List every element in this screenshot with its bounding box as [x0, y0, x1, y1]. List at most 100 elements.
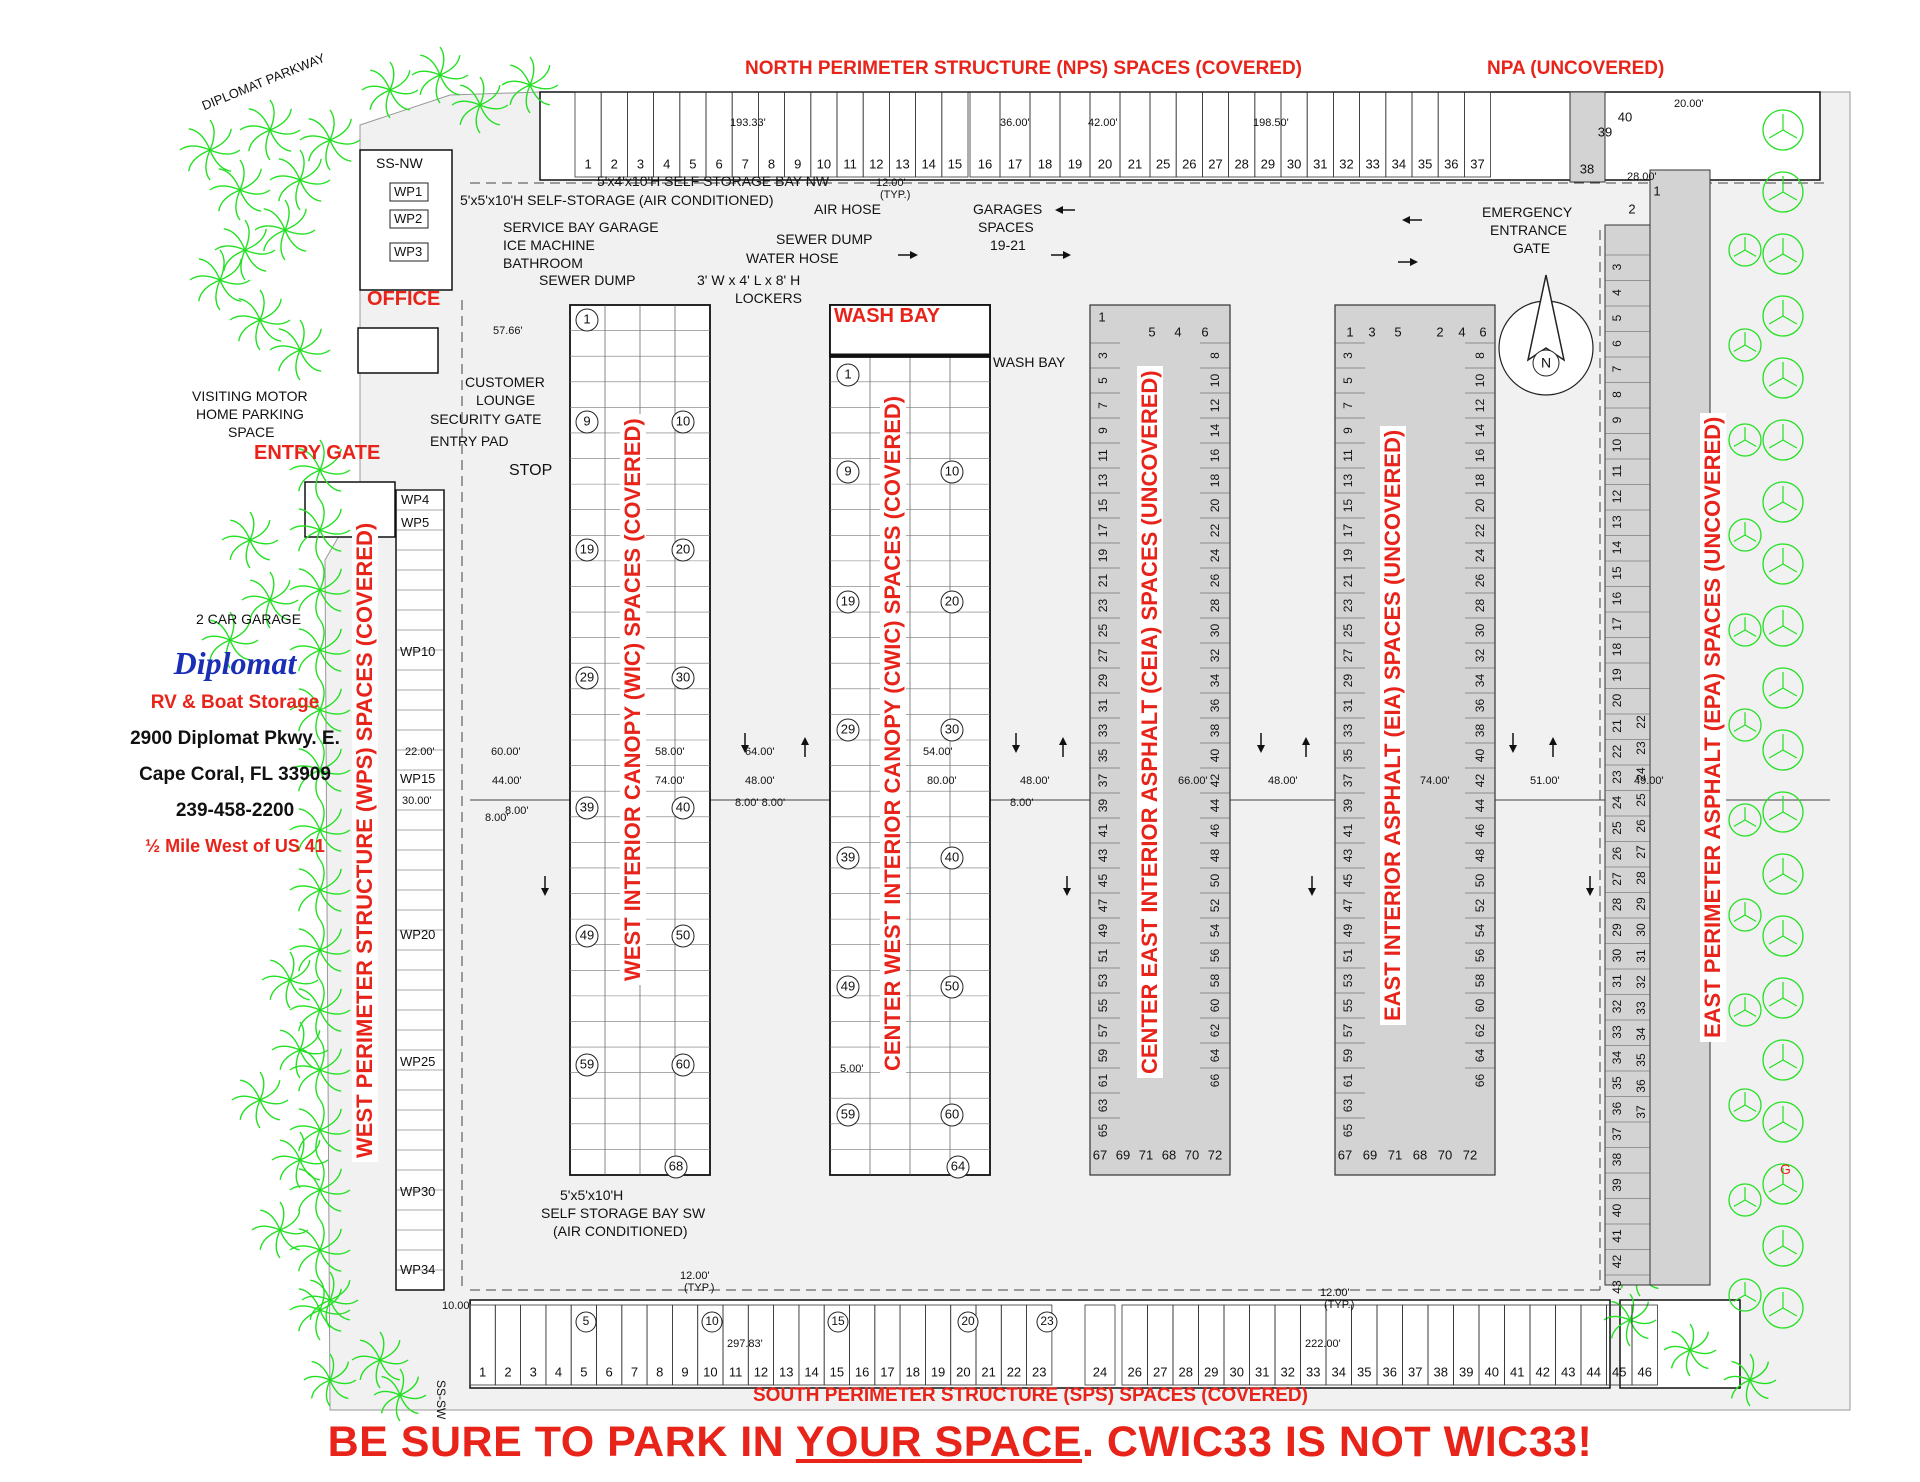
tree-canopy: [1762, 419, 1804, 461]
garages-label-3: 19-21: [990, 237, 1026, 253]
space-number: 68: [1162, 1147, 1176, 1162]
space-number: 29: [1341, 674, 1355, 688]
palm-frond: [319, 529, 342, 552]
traffic-arrow: [1302, 737, 1310, 745]
space-number: 22: [1007, 1364, 1021, 1379]
dimension-label: 297.83': [727, 1338, 763, 1350]
space-number: 24: [1093, 1364, 1107, 1379]
palm-frond: [319, 748, 342, 771]
palm-frond: [1625, 1319, 1631, 1347]
space-number: 17: [1341, 524, 1355, 538]
palm-frond: [319, 808, 342, 831]
palm-frond: [250, 579, 271, 601]
palm-frond: [315, 1009, 321, 1041]
space-number: 10: [676, 413, 690, 428]
palm-frond: [319, 1219, 325, 1251]
palm-frond: [1749, 1379, 1777, 1385]
space-number: 5: [1148, 324, 1155, 339]
sewer-dump-label-2: SEWER DUMP: [776, 231, 873, 247]
palm-frond: [319, 469, 342, 492]
space-number: 4: [555, 1364, 562, 1379]
space-number: 45: [1341, 874, 1355, 888]
space-number: 7: [1096, 402, 1110, 409]
space-number: 16: [1473, 449, 1487, 463]
palm: [254, 199, 316, 261]
palm-frond: [249, 599, 271, 620]
palm-frond: [315, 529, 321, 561]
space-number: 12: [869, 156, 883, 171]
palm: [289, 1099, 351, 1161]
wp-label: WP25: [400, 1054, 436, 1069]
space-number: 52: [1208, 899, 1222, 913]
palm-frond: [315, 1129, 321, 1161]
palm-frond: [225, 639, 231, 669]
palm-frond: [298, 508, 321, 531]
space-number: 28: [1234, 156, 1248, 171]
space-number: 30: [945, 721, 959, 736]
palm-frond: [299, 135, 331, 141]
wp-label: WP3: [394, 244, 423, 259]
palm-frond: [278, 328, 301, 351]
palm-frond: [295, 1159, 301, 1189]
tree-canopy: [1762, 667, 1804, 709]
space-number: 51: [1341, 949, 1355, 963]
space-number: 5: [689, 156, 696, 171]
space-number: 46: [1208, 824, 1222, 838]
space-number: 29: [1634, 897, 1648, 911]
tree-canopy: [1762, 357, 1804, 399]
tree-branch: [1768, 1183, 1784, 1193]
palm-frond: [298, 769, 321, 792]
palm: [289, 499, 351, 561]
space-number: 28: [1179, 1364, 1193, 1379]
tree: [1762, 233, 1804, 275]
space-number: 21: [1341, 574, 1355, 588]
palm-frond: [319, 829, 351, 835]
garages-label-2: SPACES: [978, 219, 1034, 235]
palm-frond: [285, 979, 291, 1009]
palm: [289, 739, 351, 801]
palm-frond: [278, 179, 301, 202]
garages-label-1: GARAGES: [973, 201, 1043, 217]
tree-branch: [1733, 914, 1746, 922]
palm: [201, 611, 259, 669]
space-number: 65: [1341, 1124, 1355, 1138]
palm-frond: [310, 1379, 331, 1399]
warning-banner: BE SURE TO PARK IN YOUR SPACE. CWIC33 IS…: [0, 1418, 1920, 1467]
palm: [239, 99, 301, 161]
space-number: 27: [1208, 156, 1222, 171]
palm-frond: [223, 249, 246, 272]
tree: [1762, 729, 1804, 771]
landscaping-trees: [179, 46, 1804, 1422]
tree-branch: [1768, 129, 1784, 139]
space-number: 17: [880, 1364, 894, 1379]
palm-frond: [329, 1299, 350, 1321]
space-number: 21: [1610, 719, 1624, 733]
wp-label: WP15: [400, 771, 436, 786]
space-number: 29: [580, 669, 594, 684]
palm-frond: [319, 688, 342, 711]
space-number: 60: [945, 1106, 959, 1121]
space-number: 10: [1610, 439, 1624, 453]
space-number: 6: [1479, 324, 1486, 339]
palm-frond: [244, 228, 267, 251]
customer-lounge-label-1: CUSTOMER: [465, 374, 545, 390]
palm-frond: [299, 179, 331, 185]
space-number: 16: [1208, 449, 1222, 463]
space-number: 37: [1408, 1364, 1422, 1379]
tree: [1762, 667, 1804, 709]
palm-frond: [229, 611, 235, 641]
space-number: 60: [1208, 999, 1222, 1013]
location-note: ½ Mile West of US 41: [145, 836, 325, 856]
dimension-label: (TYP.): [1324, 1299, 1355, 1311]
palm-frond: [249, 539, 279, 545]
palm-frond: [209, 185, 241, 191]
palm-frond: [238, 298, 261, 321]
tree-branch: [1782, 1121, 1798, 1131]
palm-frond: [289, 960, 311, 981]
tree-canopy: [1728, 233, 1762, 267]
palm-frond: [298, 1249, 321, 1272]
space-number: 10: [703, 1364, 717, 1379]
space-number: 21: [981, 1364, 995, 1379]
palm-frond: [209, 128, 232, 151]
